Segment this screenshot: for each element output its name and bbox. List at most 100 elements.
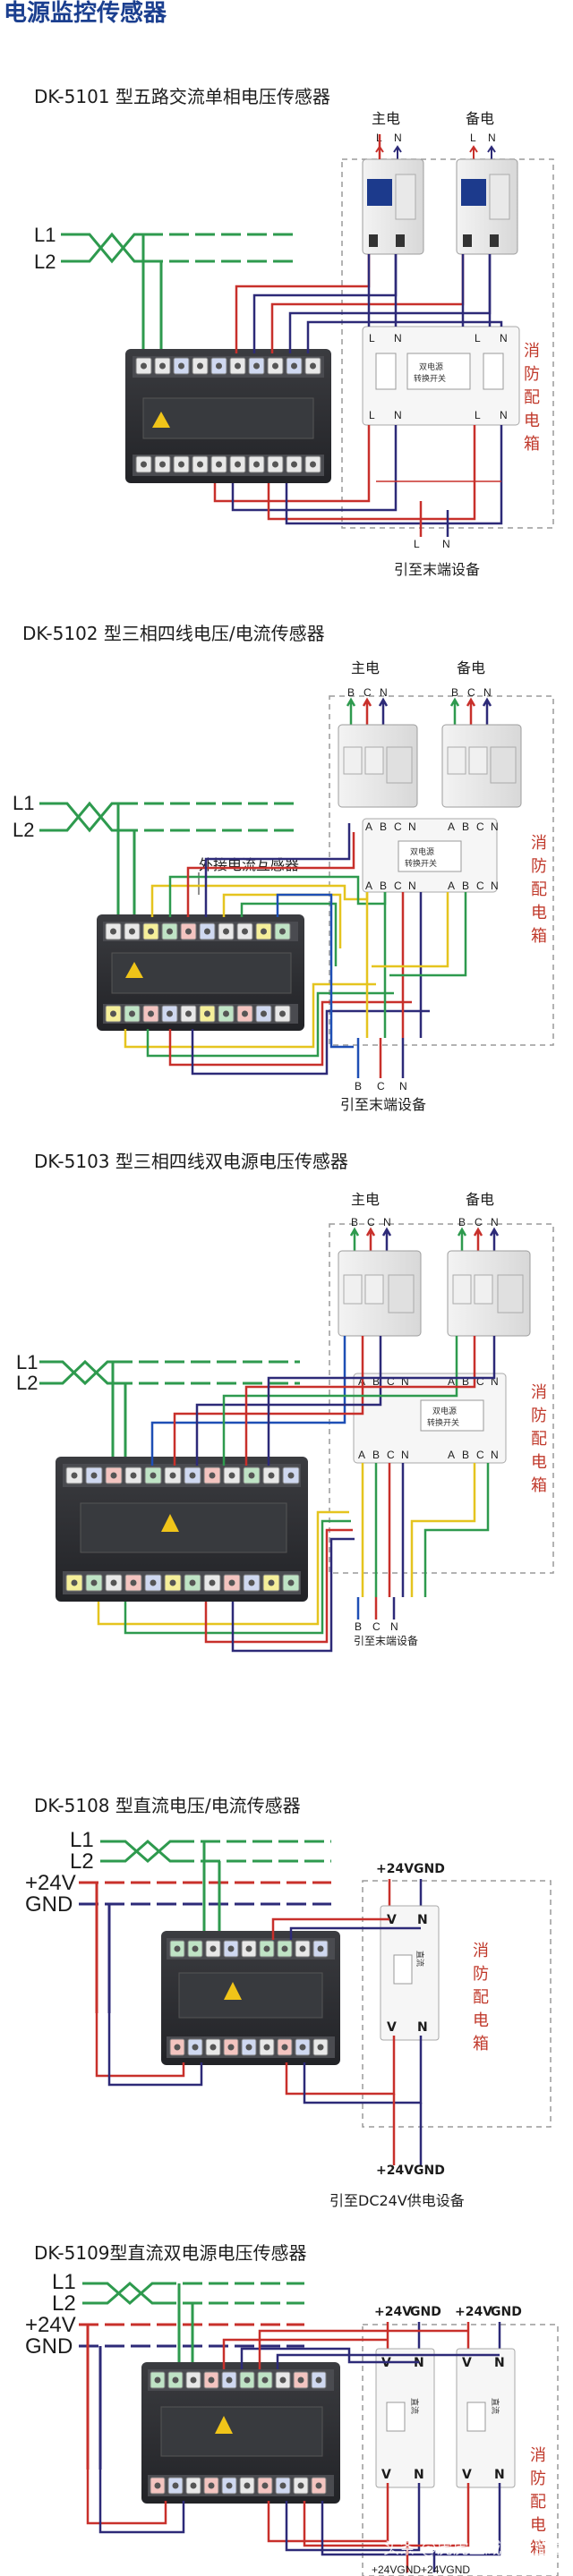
terminal-screw [178, 362, 184, 370]
l1-twisted-wire [39, 1360, 113, 1386]
switch-label-line1: 双电源 [410, 846, 434, 857]
switch-top-n: N [417, 1913, 428, 1927]
terminal-screw [281, 1945, 288, 1952]
source-arrows [346, 697, 492, 725]
terminal-screw [279, 2482, 286, 2489]
line-label-24v: +24V [25, 1871, 76, 1895]
terminal-label: C [467, 686, 475, 699]
terminal-screw [148, 1010, 154, 1017]
backup-power-terminal-gnd: GND [491, 2305, 522, 2319]
terminal-screw [150, 1579, 157, 1586]
fire-box-label: 消 防 配 电 箱 [530, 2446, 546, 2558]
switch-label-line1: 双电源 [419, 361, 443, 372]
line-label-l1: L1 [70, 1828, 94, 1852]
terminal-screw [172, 2376, 179, 2384]
switch-label-line2: 转换开关 [414, 373, 446, 384]
terminal-screw [317, 1945, 324, 1952]
wiring-dk5101 [213, 134, 503, 537]
terminal-screw [315, 2376, 322, 2384]
terminal-screw [185, 928, 192, 935]
terminal-label: C [377, 1080, 385, 1092]
terminal-screw [210, 2044, 217, 2051]
svg-text:配: 配 [531, 880, 547, 899]
main-n-arrow [393, 145, 402, 159]
line-label-l2: L2 [52, 2291, 76, 2316]
device-bottom-terminals [105, 1005, 291, 1023]
backup-switch-bottom-n: N [494, 2468, 505, 2482]
terminal-screw [299, 1945, 306, 1952]
terminal-screw [141, 362, 147, 370]
terminal-label: C [394, 880, 402, 892]
line-label-l1: L1 [52, 2270, 76, 2294]
terminal-screw [263, 1945, 270, 1952]
backup-power-label: 备电 [466, 110, 494, 127]
terminal-screw [150, 1472, 157, 1479]
terminal-screw [248, 1472, 255, 1479]
source-arrow [473, 1227, 483, 1251]
dc-switch-label: 直流 [415, 1951, 425, 1967]
bottom-power-terminal-gnd: GND [414, 2164, 445, 2178]
source-arrow [482, 697, 492, 725]
backup-n-arrow [487, 145, 496, 159]
terminal-label: A [448, 880, 455, 892]
terminal-label: B [380, 880, 387, 892]
l2-twisted-wire [61, 232, 143, 263]
terminal-label: B [462, 1375, 469, 1388]
dc-transfer-switch-backup: 直流 [456, 2348, 516, 2488]
terminal-label: A [448, 1375, 455, 1388]
terminal-label: N [399, 1080, 407, 1092]
source-arrow [381, 1227, 392, 1251]
terminal-screw [242, 928, 248, 935]
svg-text:箱: 箱 [530, 2539, 546, 2558]
line-label-gnd: GND [25, 2334, 73, 2359]
terminal-screw [228, 1579, 235, 1586]
terminal-screw [244, 2482, 251, 2489]
terminal-screw [268, 1472, 275, 1479]
source-arrow [346, 697, 356, 725]
watermark: 头条 @虎虎生威建筑监理 [383, 2539, 566, 2558]
terminal-screw [299, 2044, 306, 2051]
terminal-label: B [372, 1449, 380, 1461]
terminal-screw [208, 2376, 215, 2384]
terminal-label: A [448, 820, 455, 833]
device-bottom-terminals [65, 1574, 300, 1592]
terminal-label: C [387, 1375, 395, 1388]
fire-distribution-box [341, 158, 554, 529]
switch-top-n-2: N [500, 332, 508, 344]
svg-text:防: 防 [531, 1407, 547, 1425]
main-switch-bottom-v: V [381, 2468, 391, 2482]
fire-box-label: 消 防 配 电 箱 [531, 834, 547, 946]
terminal-label: B [458, 1216, 466, 1228]
svg-text:电: 电 [531, 1453, 547, 1472]
terminal-screw [279, 2376, 286, 2384]
main-power-terminal-24v: +24V [374, 2305, 412, 2319]
terminal-screw [287, 1579, 295, 1586]
terminal-screw [216, 461, 222, 468]
switch-bottom-v: V [387, 2020, 397, 2035]
terminal-screw [167, 928, 173, 935]
wiring-dk5103 [97, 1336, 496, 1653]
terminal-screw [110, 928, 116, 935]
terminal-label: A [448, 1449, 455, 1461]
section-note: 引至末端设备 [340, 1096, 426, 1113]
section-title: DK-5101 型五路交流单相电压传感器 [34, 86, 330, 107]
l1-twisted-wire [61, 233, 143, 264]
switch-label-line1: 双电源 [432, 1406, 457, 1416]
terminal-label: C [476, 1375, 484, 1388]
main-breaker [338, 1250, 422, 1337]
transfer-switch: 双电源 转换开关 [362, 818, 498, 893]
transfer-switch: 双电源 转换开关 L N L N L N L N [362, 326, 520, 426]
terminal-screw [291, 461, 297, 468]
terminal-screw [148, 928, 154, 935]
switch-top-n: N [394, 332, 402, 344]
line-label-gnd: GND [25, 1892, 73, 1917]
terminal-label: C [476, 820, 484, 833]
terminal-screw [71, 1579, 78, 1586]
source-arrow [457, 1227, 467, 1251]
terminal-screw [167, 1010, 173, 1017]
terminal-label: N [491, 820, 499, 833]
terminal-screw [197, 461, 203, 468]
svg-text:箱: 箱 [531, 1476, 547, 1495]
